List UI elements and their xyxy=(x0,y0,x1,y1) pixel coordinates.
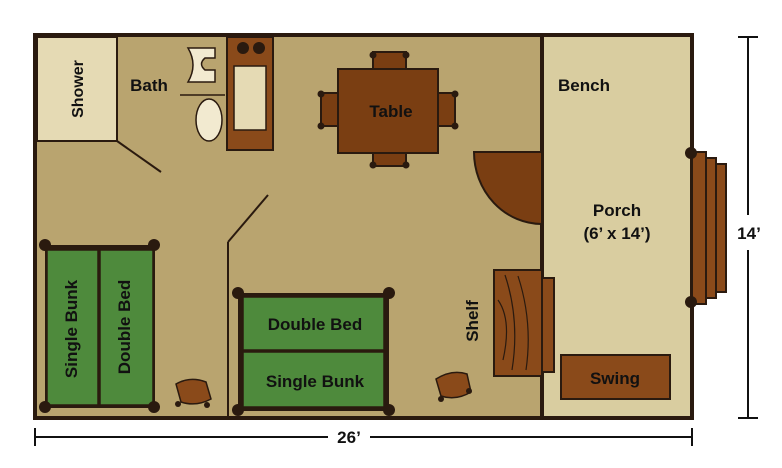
chair-icon xyxy=(435,371,472,402)
center-single-bunk-label: Single Bunk xyxy=(266,372,365,391)
width-label: 26’ xyxy=(337,428,361,447)
sink-icon xyxy=(195,98,223,142)
table-label: Table xyxy=(369,102,412,121)
left-bed-group xyxy=(39,239,160,413)
porch-size-label: (6’ x 14’) xyxy=(583,224,650,243)
kitchen-counter xyxy=(226,36,274,151)
swing xyxy=(560,354,671,400)
bench-label: Bench xyxy=(558,76,610,95)
chair-icon xyxy=(175,378,212,408)
shelf-label: Shelf xyxy=(463,300,482,342)
left-single-bunk-label: Single Bunk xyxy=(62,279,81,378)
depth-dimension-line xyxy=(738,36,758,419)
bath-label: Bath xyxy=(130,76,168,95)
depth-label: 14’ xyxy=(737,224,761,243)
porch-label: Porch xyxy=(593,201,641,220)
porch-steps xyxy=(685,147,727,308)
swing-label: Swing xyxy=(590,369,640,388)
dining-table xyxy=(317,51,459,169)
bath-door-line xyxy=(116,140,162,173)
door-swing xyxy=(472,151,543,226)
toilet-icon xyxy=(186,47,216,83)
shower-label: Shower xyxy=(70,60,87,118)
room-divider-angled xyxy=(227,194,269,243)
shelf xyxy=(493,269,555,377)
left-double-bed-label: Double Bed xyxy=(115,280,134,374)
width-dimension-line xyxy=(34,428,693,446)
center-double-bed-label: Double Bed xyxy=(268,315,362,334)
center-bed-group xyxy=(232,287,395,416)
